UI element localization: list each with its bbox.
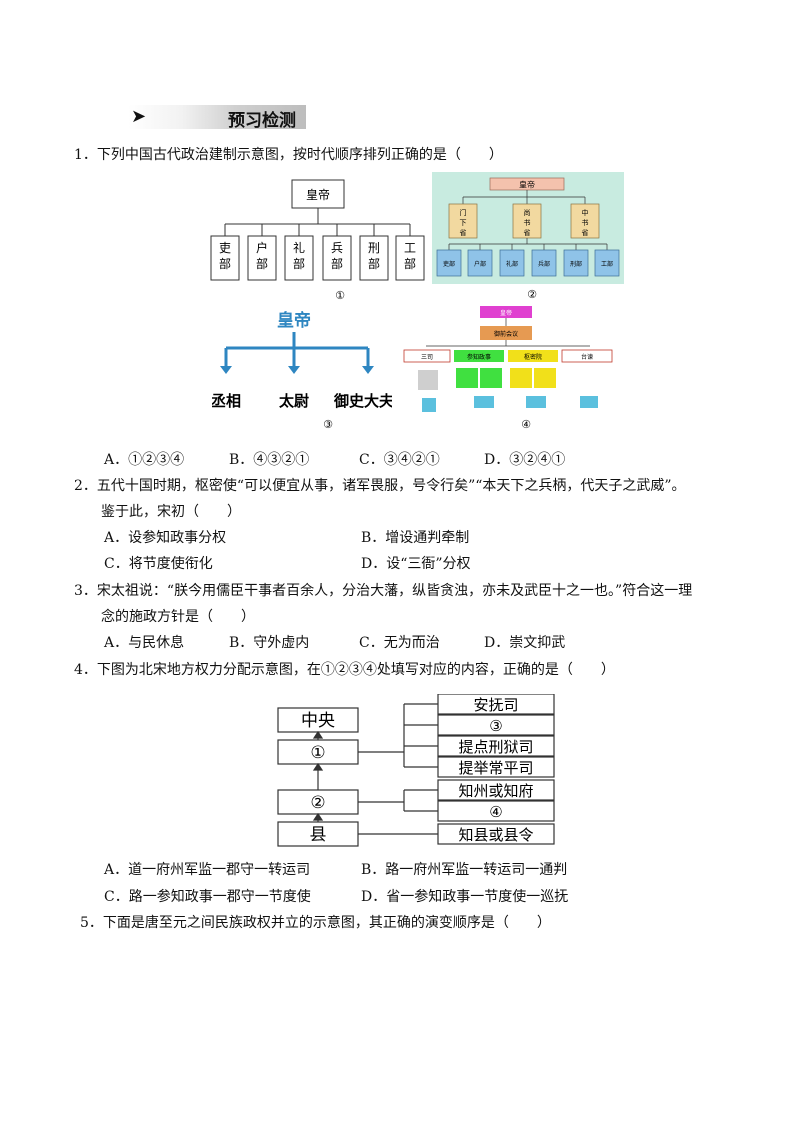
q4-option-c[interactable]: C．路一参知政事一郡守一节度使 bbox=[104, 889, 311, 905]
fig1-ministry-char: 礼 bbox=[293, 240, 305, 255]
q4-option-a[interactable]: A．道一府州军监一郡守一转运司 bbox=[104, 862, 311, 878]
q1-figure-3: 皇帝 丞相 太尉 御史大夫 ③ bbox=[212, 302, 392, 432]
q4-option-d[interactable]: D．省一参知政事一节度使一巡抚 bbox=[361, 889, 569, 905]
q1-option-b[interactable]: B．④③②① bbox=[229, 452, 310, 468]
fig3-taiwei: 太尉 bbox=[279, 392, 309, 410]
fig1-ministry-char: 部 bbox=[293, 256, 305, 271]
q2-stem-line1: 2．五代十国时期，枢密使“可以便宜从事，诸军畏服，号令行矣”“本天下之兵柄，代天… bbox=[74, 478, 686, 494]
q4-right-changping: 提举常平司 bbox=[458, 759, 533, 777]
fig2-ministry: 兵部 bbox=[538, 260, 550, 268]
q4-stem: 4．下图为北宋地方权力分配示意图，在①②③④处填写对应的内容，正确的是（ ） bbox=[74, 662, 615, 678]
q2-stem-line2: 鉴于此，宋初（ ） bbox=[101, 504, 241, 520]
fig2-dept-char: 下 bbox=[460, 219, 467, 227]
q2-option-b[interactable]: B．增设通判牵制 bbox=[361, 530, 470, 546]
q4-right-4: ④ bbox=[489, 803, 502, 821]
fig2-top: 皇帝 bbox=[519, 180, 535, 190]
q4-option-b[interactable]: B．路一府州军监一转运司一通判 bbox=[361, 862, 568, 878]
fig4-label: ④ bbox=[521, 418, 531, 431]
q4-right-zhixian: 知县或县令 bbox=[458, 826, 533, 844]
q4-right-anfusi: 安抚司 bbox=[473, 696, 518, 714]
q3-stem-line2: 念的施政方针是（ ） bbox=[101, 609, 255, 625]
q1-figure-2: 皇帝 门下省尚书省中书省 吏部户部礼部兵部刑部工部 ② bbox=[432, 172, 624, 300]
q3-option-a[interactable]: A．与民休息 bbox=[104, 635, 185, 651]
fig3-label: ③ bbox=[323, 418, 333, 431]
fig1-ministry-char: 部 bbox=[368, 256, 380, 271]
fig3-chancellor: 丞相 bbox=[212, 392, 241, 410]
fig2-ministry: 户部 bbox=[474, 260, 486, 268]
q1-stem: 1．下列中国古代政治建制示意图，按时代顺序排列正确的是（ ） bbox=[74, 147, 503, 163]
fig2-label: ② bbox=[527, 288, 537, 300]
svg-text:枢密院: 枢密院 bbox=[524, 353, 542, 361]
fig2-dept-char: 书 bbox=[524, 218, 531, 227]
q4-right-xingyu: 提点刑狱司 bbox=[458, 738, 533, 756]
fig1-ministry-char: 户 bbox=[256, 240, 268, 255]
q3-option-d[interactable]: D．崇文抑武 bbox=[484, 635, 566, 651]
section-header-bar bbox=[128, 105, 306, 129]
q1-figure-4: 皇帝 御前会议 三司 参知政事 枢密院 台谏 ④ bbox=[400, 304, 614, 432]
q3-option-c[interactable]: C．无为而治 bbox=[359, 635, 440, 651]
q1-option-c[interactable]: C．③④②① bbox=[359, 452, 440, 468]
q5-stem: 5．下面是唐至元之间民族政权并立的示意图，其正确的演变顺序是（ ） bbox=[80, 915, 551, 931]
fig1-ministry-char: 刑 bbox=[368, 241, 380, 255]
fig2-ministry: 吏部 bbox=[443, 260, 455, 268]
q2-option-a[interactable]: A．设参知政事分权 bbox=[104, 530, 227, 546]
q4-box-central: 中央 bbox=[301, 711, 335, 731]
fig2-dept-char: 书 bbox=[582, 218, 589, 227]
q4-right-zhizhou: 知州或知府 bbox=[458, 782, 533, 800]
q2-option-d[interactable]: D．设“三衙”分权 bbox=[361, 556, 471, 572]
q2-option-c[interactable]: C．将节度使衔化 bbox=[104, 556, 213, 572]
q4-figure: 中央 ① ② 县 安抚司 ③ 提点刑狱司 提举常平司 知州 bbox=[274, 694, 560, 854]
q4-right-3: ③ bbox=[489, 717, 502, 735]
svg-text:参知政事: 参知政事 bbox=[467, 353, 491, 361]
q4-box-1: ① bbox=[310, 743, 325, 763]
fig4-top: 皇帝 bbox=[500, 309, 512, 317]
fig2-ministry: 刑部 bbox=[570, 260, 582, 268]
fig2-dept-char: 中 bbox=[582, 208, 589, 217]
fig1-ministry-char: 部 bbox=[256, 256, 268, 271]
fig1-ministry-char: 部 bbox=[219, 256, 231, 271]
q1-option-d[interactable]: D．③②④① bbox=[484, 452, 566, 468]
q4-box-county: 县 bbox=[310, 825, 327, 845]
fig1-ministry-char: 部 bbox=[331, 256, 343, 271]
section-title: 预习检测 bbox=[228, 111, 296, 131]
q1-figure-1: 皇帝 吏部户部礼部兵部刑部工部 ① bbox=[202, 176, 434, 304]
fig3-censor: 御史大夫 bbox=[333, 392, 392, 410]
fig3-top: 皇帝 bbox=[277, 310, 311, 331]
fig2-ministry: 工部 bbox=[601, 260, 613, 268]
fig2-dept-char: 省 bbox=[582, 228, 589, 237]
fig2-dept-char: 尚 bbox=[524, 208, 531, 217]
arrow-icon: ➤ bbox=[131, 106, 147, 127]
svg-text:三司: 三司 bbox=[421, 354, 433, 361]
fig1-ministry-char: 吏 bbox=[219, 240, 231, 255]
q3-option-b[interactable]: B．守外虚内 bbox=[229, 635, 310, 651]
svg-text:台谏: 台谏 bbox=[581, 353, 593, 361]
fig1-ministry-char: 工 bbox=[404, 241, 416, 255]
fig1-top: 皇帝 bbox=[306, 187, 330, 202]
fig2-ministry: 礼部 bbox=[506, 260, 518, 268]
q4-box-2: ② bbox=[310, 793, 325, 813]
q3-stem-line1: 3．宋太祖说：“朕今用儒臣干事者百余人，分治大藩，纵皆贪浊，亦未及武臣十之一也。… bbox=[74, 583, 693, 599]
fig1-ministry-char: 兵 bbox=[331, 241, 343, 255]
fig2-dept-char: 门 bbox=[460, 208, 467, 217]
fig4-second: 御前会议 bbox=[494, 330, 518, 338]
fig2-dept-char: 省 bbox=[460, 228, 467, 237]
fig1-label: ① bbox=[335, 289, 345, 302]
q1-option-a[interactable]: A．①②③④ bbox=[104, 452, 185, 468]
fig1-ministry-char: 部 bbox=[404, 256, 416, 271]
fig2-dept-char: 省 bbox=[524, 228, 531, 237]
